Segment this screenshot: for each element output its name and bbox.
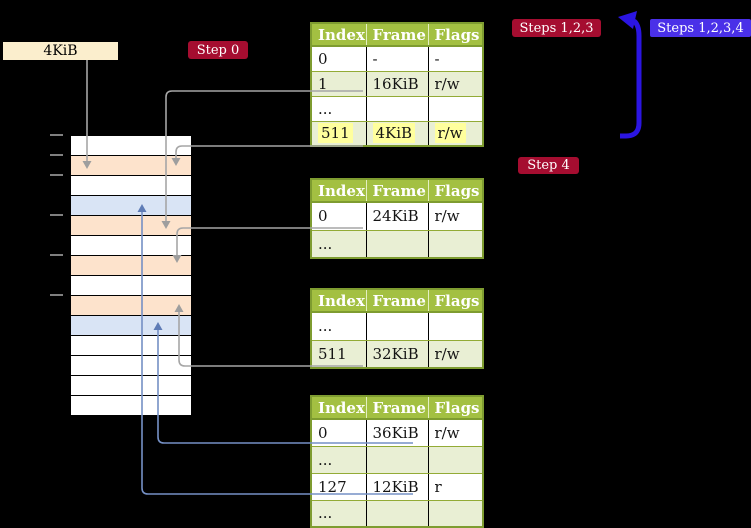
- cell-frame: [366, 312, 429, 341]
- cell-frame: 24KiB: [366, 202, 429, 231]
- table-row: 127 12KiB r: [311, 473, 483, 501]
- address-tick: [50, 254, 63, 256]
- memory-cell: [71, 335, 191, 355]
- memory-cell: [71, 175, 191, 195]
- address-tick: [50, 214, 63, 216]
- column-header-index: Index: [311, 179, 367, 203]
- cell-flags: [428, 446, 483, 474]
- steps-123-label: Steps 1,2,3: [512, 19, 601, 37]
- cell-index: 0: [311, 46, 367, 72]
- memory-cell: [71, 275, 191, 295]
- cell-index: ...: [311, 230, 367, 259]
- cell-frame: -: [366, 46, 429, 72]
- cell-index: 0: [311, 419, 367, 447]
- cell-index: 511: [311, 121, 367, 147]
- address-tick: [50, 294, 63, 296]
- table-row: 0 24KiB r/w: [311, 202, 483, 231]
- page-table-level4: Index Frame Flags 0 - - 1 16KiB r/w ... …: [310, 22, 484, 147]
- cell-frame: 4KiB: [366, 121, 429, 147]
- page-table-level3: Index Frame Flags 0 24KiB r/w ...: [310, 178, 484, 259]
- column-header-flags: Flags: [428, 23, 483, 47]
- table-row: 0 36KiB r/w: [311, 419, 483, 447]
- cell-frame: [366, 96, 429, 122]
- cell-index: ...: [311, 96, 367, 122]
- highlight: 511: [318, 123, 353, 144]
- cell-index: 127: [311, 473, 367, 501]
- column-header-index: Index: [311, 289, 367, 313]
- cell-flags: [428, 230, 483, 259]
- cell-flags: r: [428, 473, 483, 501]
- page-table-level2: Index Frame Flags ... 511 32KiB r/w: [310, 288, 484, 369]
- cell-index: 1: [311, 71, 367, 97]
- memory-cell: [71, 136, 191, 155]
- arrow-p4-entry511-to-4kib-frame: [175, 145, 363, 158]
- step4-label: Step 4: [518, 157, 579, 174]
- cell-index: ...: [311, 500, 367, 528]
- cell-index: 511: [311, 340, 367, 369]
- cell-flags: [428, 500, 483, 528]
- memory-cell: [71, 315, 191, 335]
- step0-label: Step 0: [188, 41, 248, 59]
- memory-cell: [71, 215, 191, 235]
- table-row: ...: [311, 446, 483, 474]
- column-header-flags: Flags: [428, 179, 483, 203]
- table-row-highlighted: 511 4KiB r/w: [311, 121, 483, 147]
- memory-cell: [71, 355, 191, 375]
- memory-cell: [71, 395, 191, 415]
- cell-flags: r/w: [428, 121, 483, 147]
- memory-cell: [71, 295, 191, 315]
- cell-index: ...: [311, 446, 367, 474]
- cell-frame: 12KiB: [366, 473, 429, 501]
- memory-cell: [71, 235, 191, 255]
- table-row: ...: [311, 500, 483, 528]
- cell-frame: [366, 446, 429, 474]
- cell-flags: r/w: [428, 340, 483, 369]
- column-header-frame: Frame: [366, 289, 429, 313]
- table-row: 0 - -: [311, 46, 483, 72]
- table-row: 511 32KiB r/w: [311, 340, 483, 369]
- address-tick: [50, 134, 63, 136]
- cell-flags: r/w: [428, 419, 483, 447]
- cell-index: ...: [311, 312, 367, 341]
- arrowhead-left-icon: [618, 11, 637, 29]
- memory-cell: [71, 255, 191, 275]
- cell-flags: r/w: [428, 202, 483, 231]
- highlight: r/w: [434, 123, 466, 144]
- steps-1234-label: Steps 1,2,3,4: [650, 19, 751, 37]
- cell-flags: [428, 312, 483, 341]
- highlight: 4KiB: [372, 123, 416, 144]
- cell-flags: -: [428, 46, 483, 72]
- cell-frame: 32KiB: [366, 340, 429, 369]
- cell-flags: [428, 96, 483, 122]
- memory-cell: [71, 155, 191, 175]
- steps-loop-arrow: [620, 19, 642, 139]
- column-header-frame: Frame: [366, 396, 429, 420]
- table-row: ...: [311, 230, 483, 259]
- address-tick: [50, 154, 63, 156]
- table-row: ...: [311, 312, 483, 341]
- cell-index: 0: [311, 202, 367, 231]
- frame-size-label: 4KiB: [3, 42, 118, 60]
- table-row: ...: [311, 96, 483, 122]
- cell-frame: 36KiB: [366, 419, 429, 447]
- column-header-index: Index: [311, 23, 367, 47]
- column-header-flags: Flags: [428, 289, 483, 313]
- address-tick: [50, 174, 63, 176]
- physical-memory-column: [70, 135, 192, 416]
- cell-flags: r/w: [428, 71, 483, 97]
- cell-frame: 16KiB: [366, 71, 429, 97]
- column-header-flags: Flags: [428, 396, 483, 420]
- memory-cell: [71, 195, 191, 215]
- memory-cell: [71, 375, 191, 395]
- cell-frame: [366, 500, 429, 528]
- page-table-level1: Index Frame Flags 0 36KiB r/w ... 127 12…: [310, 395, 484, 528]
- table-row: 1 16KiB r/w: [311, 71, 483, 97]
- cell-frame: [366, 230, 429, 259]
- column-header-frame: Frame: [366, 179, 429, 203]
- column-header-frame: Frame: [366, 23, 429, 47]
- column-header-index: Index: [311, 396, 367, 420]
